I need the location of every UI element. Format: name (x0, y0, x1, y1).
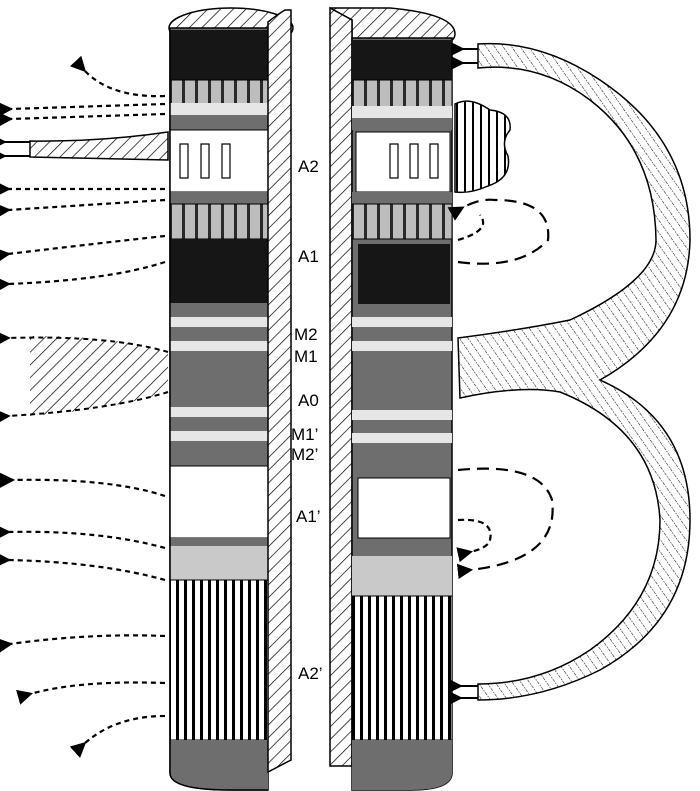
upper-dashed-loop (447, 198, 550, 265)
hatched-flow-mid-bottom-edge (0, 391, 169, 424)
band-m2p-line (170, 431, 268, 441)
flow-arrow-6 (0, 260, 166, 293)
flow-arrow-2 (0, 111, 166, 128)
r-band-black-a1 (358, 244, 450, 304)
label-m1p: M1’ (291, 425, 318, 444)
window-3 (221, 143, 231, 179)
band-dark-upper (170, 115, 268, 130)
b-shaped-hatched-band (457, 42, 691, 701)
hatched-flow-mid-top-edge (0, 331, 169, 353)
flow-curve-top (69, 55, 166, 98)
label-m2p: M2’ (291, 445, 318, 464)
flow-arrow-1 (0, 101, 166, 118)
left-pipe-wall (267, 9, 292, 774)
band-dark-m (170, 327, 268, 341)
r-band-m2-line (352, 317, 452, 327)
band-m1-line (170, 341, 268, 351)
left-tool-half (168, 7, 294, 791)
flow-arrow-7 (0, 472, 166, 498)
flow-arrow-8 (0, 524, 166, 550)
label-m1: M1 (294, 347, 318, 366)
r-band-dark-upper (352, 118, 452, 130)
right-tool-half (329, 6, 511, 791)
right-return-flow (448, 42, 691, 705)
r-band-a2p-stripes (351, 595, 453, 741)
right-dashed-loops (447, 198, 554, 580)
band-a1p-white (169, 465, 269, 539)
band-dark-mid-upper (170, 192, 268, 204)
r-band-light-upper (352, 106, 452, 118)
band-a2p-stripes (169, 579, 269, 741)
flow-arrow-5 (0, 234, 166, 264)
r-window-3 (429, 143, 439, 179)
r-window-1 (389, 143, 399, 179)
r-band-dark-mid-upper (352, 192, 452, 204)
flow-curve-bottom (69, 714, 166, 758)
band-bottom-dark (170, 740, 268, 790)
label-m2: M2 (294, 325, 318, 344)
window-1 (179, 143, 189, 179)
band-m2-line (170, 317, 268, 327)
band-a0-dark (170, 351, 268, 407)
upper-striped-lobe (454, 100, 511, 194)
right-pipe-wall (329, 6, 353, 767)
flow-arrow-4 (0, 198, 166, 219)
r-band-bottom-dark (352, 740, 452, 790)
upper-inner-dashed-loop (457, 214, 485, 242)
band-dark-below-a1 (170, 303, 268, 317)
r-band-gray-stripes-lower (351, 203, 453, 240)
flow-arrow-11 (16, 681, 166, 705)
label-a0: A0 (298, 391, 319, 410)
r-window-2 (409, 143, 419, 179)
zone-labels: A2 A1 M2 M1 A0 M1’ M2’ A1’ A2’ (291, 157, 323, 683)
r-band-a1p-white (357, 477, 451, 539)
band-light-gray (170, 546, 268, 580)
lower-dashed-loop-outer (456, 467, 554, 580)
label-a2p: A2’ (298, 664, 323, 683)
hatched-flow-mid (30, 335, 168, 416)
band-black-top (170, 30, 268, 80)
band-m1p-line (170, 407, 268, 417)
flow-arrow-9 (0, 552, 166, 582)
left-outgoing-flows (0, 55, 166, 758)
label-a1: A1 (298, 247, 319, 266)
r-band-black-top (352, 40, 452, 80)
hatched-flow-upper (29, 131, 169, 161)
r-band-light-gray (352, 556, 452, 596)
band-black-a1 (170, 239, 268, 303)
left-hatched-flows (0, 131, 169, 424)
r-band-m2p-line (352, 433, 452, 443)
band-light-upper (170, 103, 268, 115)
label-a1p: A1’ (296, 507, 321, 526)
band-gray-stripes-lower (169, 203, 269, 240)
band-dark-mp (170, 417, 268, 431)
r-band-m1-line (352, 341, 452, 351)
flow-arrow-10 (0, 634, 166, 654)
lower-dashed-loop-inner (456, 518, 492, 563)
label-a2: A2 (298, 157, 319, 176)
window-2 (200, 143, 210, 179)
r-band-m1p-line (352, 410, 452, 420)
left-cylinder-outline (169, 28, 268, 791)
band-dark-above-a1p (170, 441, 268, 466)
